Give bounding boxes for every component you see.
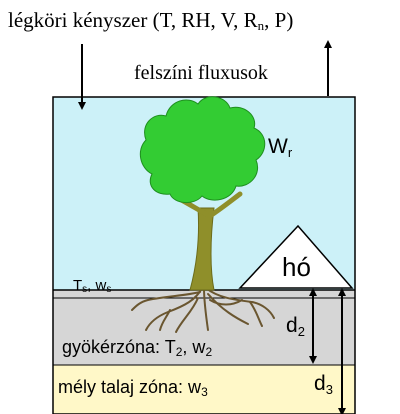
d2-label: d2 — [286, 314, 305, 339]
roots-icon — [131, 287, 275, 333]
tree-water-label: Wr — [268, 135, 293, 160]
root-zone-label: gyökérzóna: T2, w2 — [62, 337, 212, 359]
deep-soil-label: mély talaj zóna: w3 — [58, 377, 208, 399]
surface-state-label: Ts, ws — [73, 277, 111, 295]
snow-icon — [238, 224, 354, 289]
surface-flux-label: felszíni fluxusok — [134, 62, 268, 84]
snow-label: hó — [282, 252, 311, 282]
atmospheric-forcing-label: légköri kényszer (T, RH, V, Rn, P) — [8, 8, 293, 33]
d3-label: d3 — [314, 372, 333, 397]
deep-soil-layer — [53, 365, 355, 414]
diagram-frame — [52, 96, 356, 414]
tree-crown — [139, 96, 266, 203]
